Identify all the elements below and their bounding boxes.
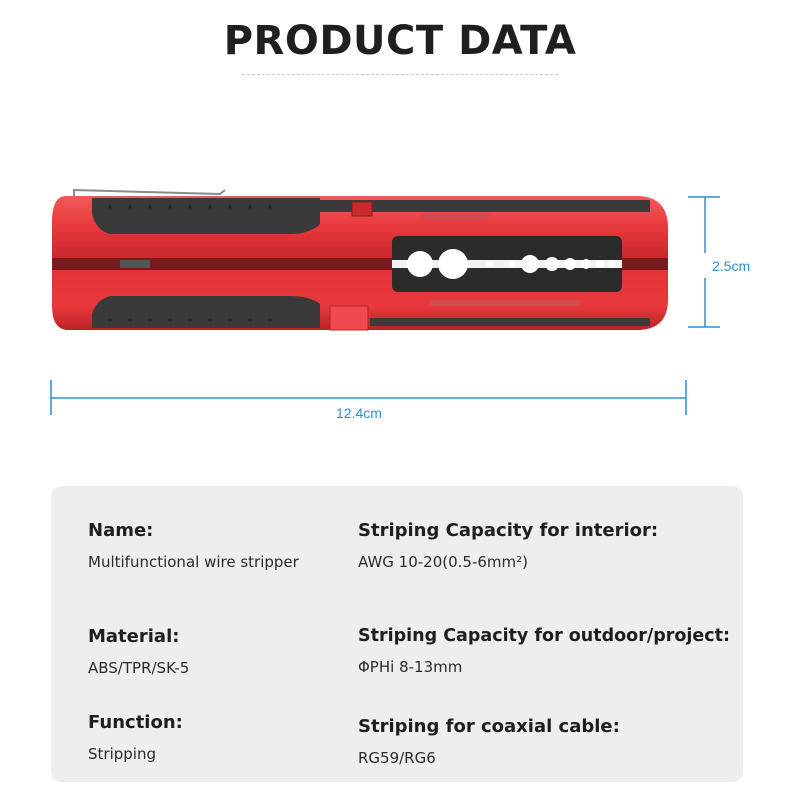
spec-value: Multifunctional wire stripper [88, 553, 299, 571]
spec-label: Striping Capacity for interior: [358, 520, 659, 541]
spec-panel: Name: Multifunctional wire stripper Mate… [51, 486, 743, 782]
wire-stripper-image [50, 188, 720, 415]
spec-value: Stripping [88, 745, 156, 763]
spec-interior-capacity: Striping Capacity for interior: AWG 10-2… [358, 520, 658, 571]
spec-value: ΦPHi 8-13mm [358, 658, 463, 676]
spec-label: Function: [88, 712, 183, 733]
page-title: PRODUCT DATA [223, 18, 577, 64]
spec-value: AWG 10-20(0.5-6mm²) [358, 553, 529, 571]
spec-label: Material: [88, 626, 180, 647]
spec-label: Name: [88, 520, 154, 541]
spec-function: Function: Stripping [88, 712, 183, 763]
length-dimension-label: 12.4cm [336, 405, 382, 421]
spec-outdoor-capacity: Striping Capacity for outdoor/project: Φ… [358, 626, 730, 676]
spec-value: ABS/TPR/SK-5 [88, 659, 190, 677]
spec-coaxial-cable: Striping for coaxial cable: RG59/RG6 [358, 716, 620, 767]
spec-label: Striping Capacity for outdoor/project: [358, 626, 731, 646]
spec-value: RG59/RG6 [358, 749, 436, 767]
spec-label: Striping for coaxial cable: [358, 716, 620, 737]
title-divider [242, 74, 558, 75]
height-dimension-label: 2.5cm [712, 258, 751, 274]
spec-material: Material: ABS/TPR/SK-5 [88, 626, 189, 677]
spec-name: Name: Multifunctional wire stripper [88, 520, 299, 571]
